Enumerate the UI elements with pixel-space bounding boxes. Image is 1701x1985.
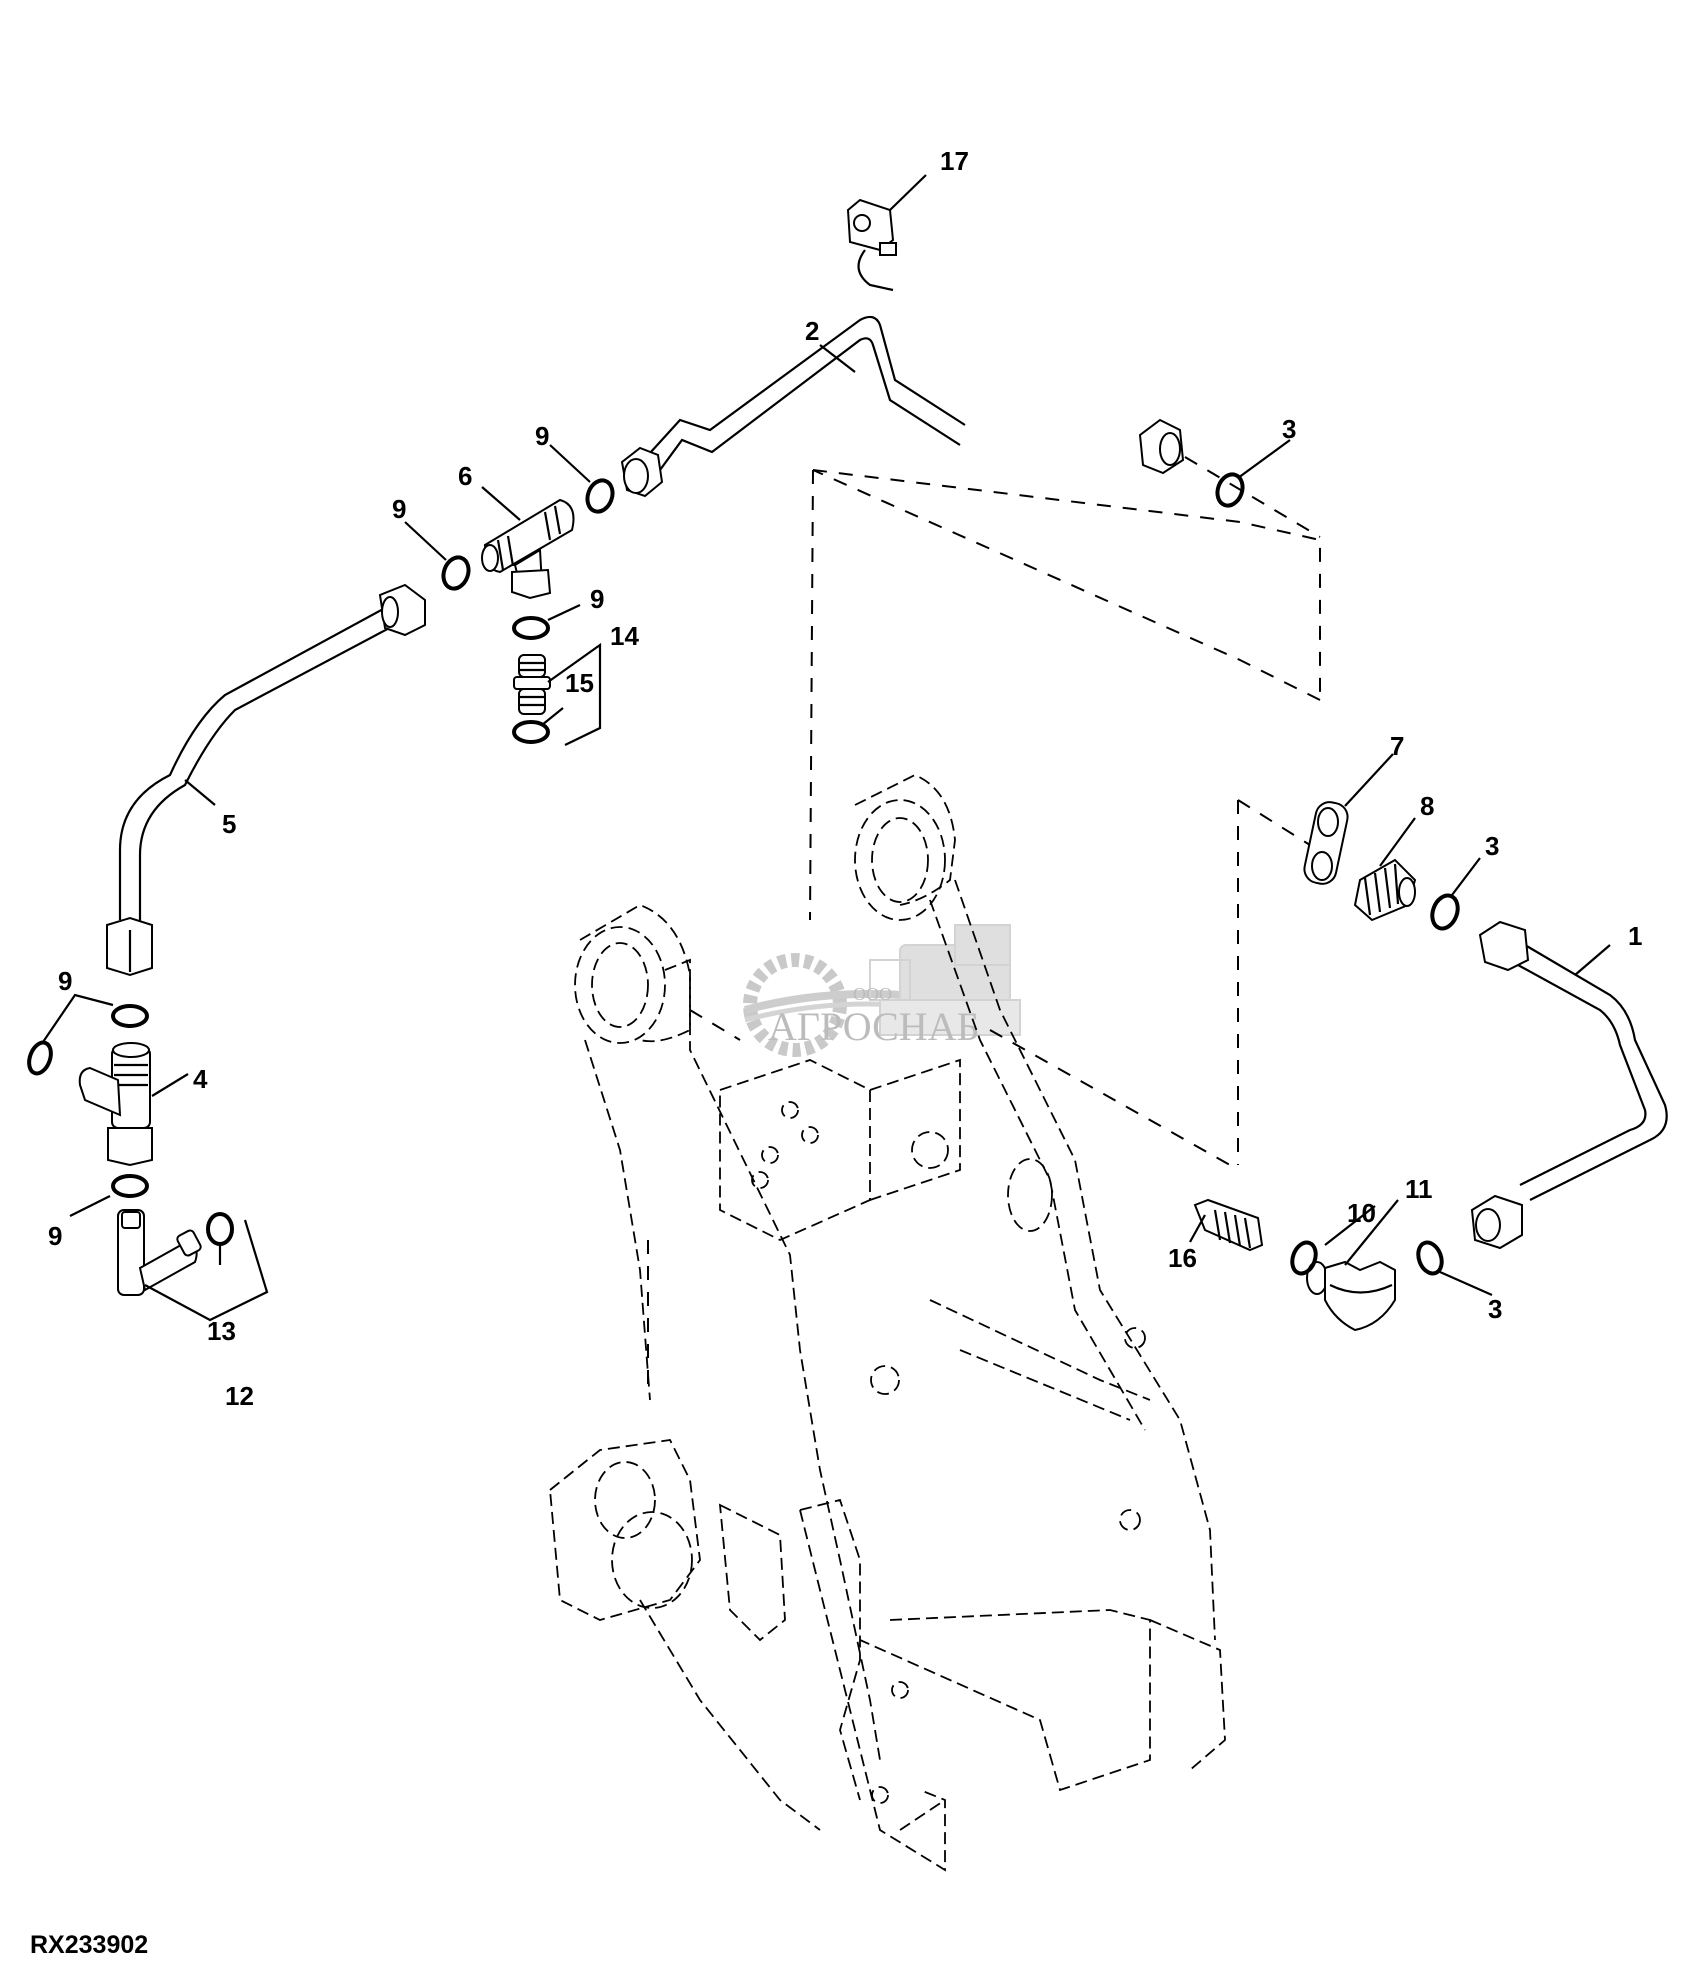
pipe-1-top-nut (1478, 920, 1530, 972)
o-rings (27, 472, 1460, 1276)
callout-15: 15 (565, 668, 594, 698)
callout-9-c: 9 (590, 584, 604, 614)
assembly-guide-lines (647, 456, 1321, 1385)
fitting-8 (1353, 858, 1417, 922)
o-ring-12 (206, 1212, 234, 1246)
callout-3-top: 3 (1282, 414, 1296, 444)
strainer-16 (1193, 1198, 1264, 1252)
tee-fitting-6 (481, 498, 575, 600)
pipe-5-bottom-nut (106, 916, 153, 977)
loader-frame (549, 774, 1226, 1872)
o-ring-9-left-a (111, 1004, 149, 1028)
plate-7 (1303, 801, 1349, 885)
pipe-1 (1470, 920, 1668, 1250)
pipe-1-bottom-nut (1470, 1194, 1523, 1250)
pipe-2 (620, 315, 1185, 498)
callout-16: 16 (1168, 1243, 1197, 1273)
callout-17: 17 (940, 146, 969, 176)
callout-7: 7 (1390, 731, 1404, 761)
o-ring-9-left-c (111, 1174, 149, 1198)
callout-6: 6 (458, 461, 472, 491)
tee-fitting-4 (78, 1042, 153, 1167)
callout-11: 11 (1405, 1174, 1433, 1204)
callout-5: 5 (222, 809, 236, 839)
elbow-fitting-13 (117, 1209, 202, 1296)
pipe-2-left-nut (620, 446, 664, 498)
figure-id: RX233902 (30, 1931, 148, 1959)
pipe-5 (106, 583, 426, 977)
o-ring-3-top (1215, 472, 1245, 508)
callout-8: 8 (1420, 791, 1434, 821)
callout-2: 2 (805, 316, 819, 346)
callout-9-e: 9 (48, 1221, 62, 1251)
watermark-prefix: ООО (853, 984, 892, 1004)
o-ring-3-mid (1430, 893, 1460, 931)
callout-4: 4 (193, 1064, 208, 1094)
callout-12: 13 (207, 1316, 236, 1346)
watermark: ООО АГРОСНАБ (743, 924, 1021, 1057)
callout-3-mid: 3 (1485, 831, 1499, 861)
callout-9-a: 9 (535, 421, 549, 451)
pipe-5-top-nut (378, 583, 426, 637)
o-ring-15 (512, 720, 550, 744)
o-ring-9-left-b (27, 1040, 53, 1076)
callout-14: 14 (610, 621, 639, 651)
clip-17 (846, 198, 897, 292)
combine-harvester-icon (869, 924, 1021, 1036)
o-ring-9-tee-bottom (512, 616, 550, 640)
o-ring-3-bottom (1416, 1240, 1444, 1276)
o-ring-9-tee-left (441, 555, 471, 591)
callout-9-b: 9 (392, 494, 406, 524)
o-ring-9-pipe2 (585, 478, 615, 514)
watermark-name: АГРОСНАБ (768, 1004, 980, 1049)
callout-3-bottom: 3 (1488, 1294, 1502, 1324)
callout-10: 10 (1347, 1198, 1376, 1228)
fitting-14 (513, 654, 551, 715)
callout-1: 1 (1628, 921, 1642, 951)
pipe-2-right-nut (1138, 418, 1185, 475)
callout-labels: 17 2 3 9 6 9 9 14 15 5 9 4 9 13 12 7 8 3… (48, 146, 1642, 1411)
o-ring-10 (1290, 1240, 1318, 1276)
callout-9-d: 9 (58, 966, 72, 996)
leader-lines (42, 174, 1611, 1322)
elbow-fitting-11 (1306, 1260, 1396, 1332)
callout-13: 12 (225, 1381, 254, 1411)
